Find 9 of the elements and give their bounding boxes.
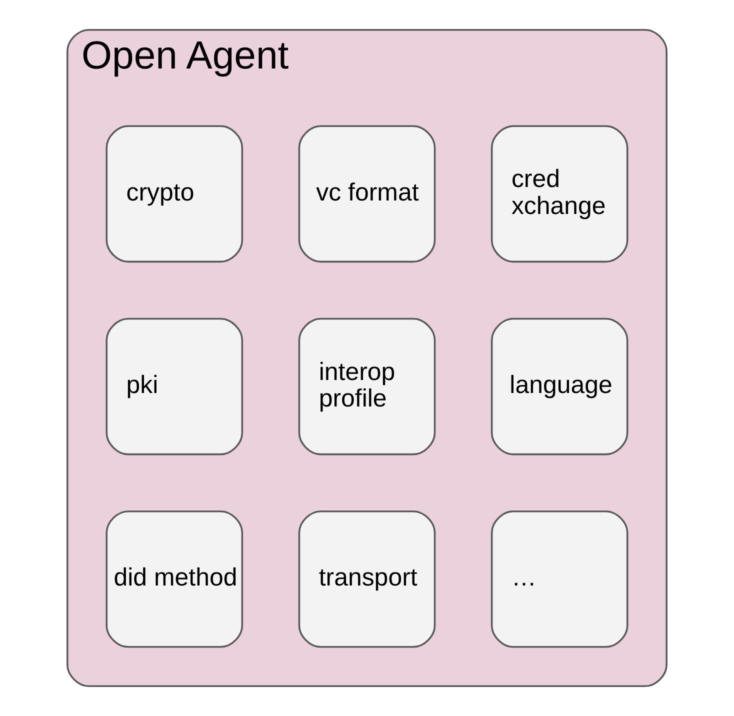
node-box: cred xchange (490, 125, 628, 263)
node-box: … (490, 510, 628, 648)
node-box: interop profile (298, 318, 436, 456)
node-box: vc format (298, 125, 436, 263)
node-box: pki (106, 318, 244, 456)
node-box: language (490, 318, 628, 456)
node-box: did method (106, 510, 244, 648)
node-box: crypto (106, 125, 244, 263)
node-box: transport (298, 510, 436, 648)
